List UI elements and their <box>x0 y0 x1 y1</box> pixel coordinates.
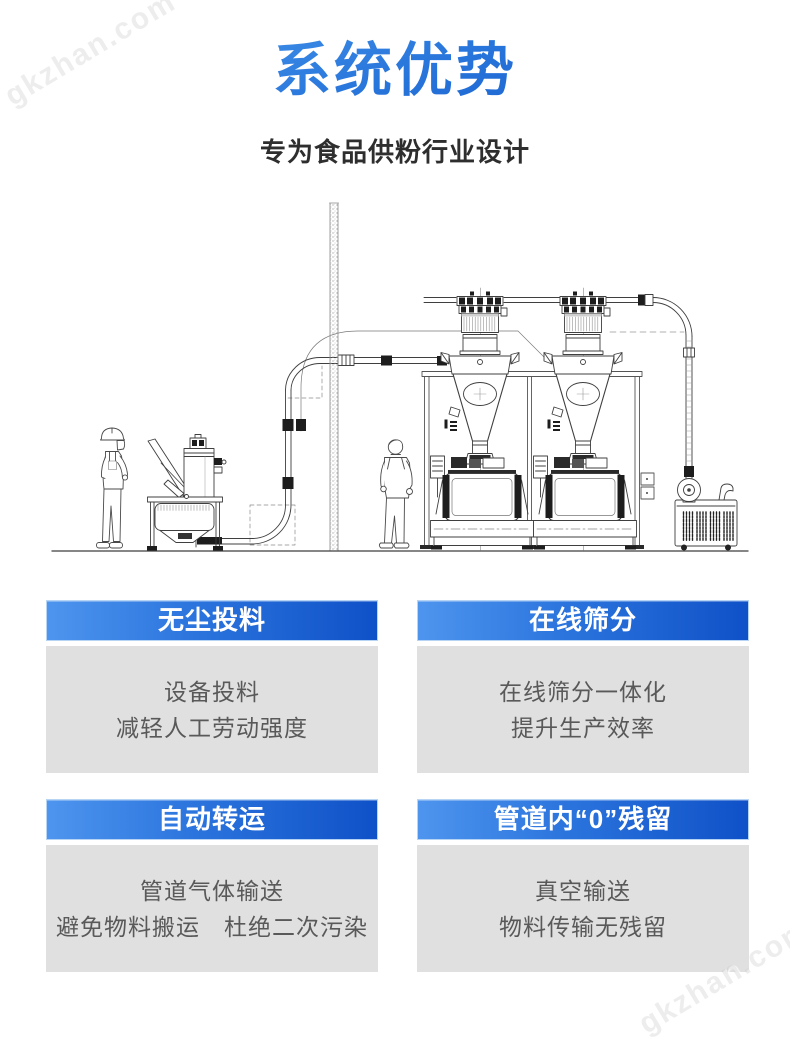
cyclone-receiver-and-mixer-1 <box>429 287 535 553</box>
card-dust-free-feeding: 无尘投料 设备投料 减轻人工劳动强度 <box>46 600 378 773</box>
page-subtitle: 专为食品供粉行业设计 <box>259 137 530 167</box>
overhead-pipe <box>423 294 695 479</box>
observing-worker <box>96 427 129 549</box>
card-zero-residue: 管道内“0”残留 真空输送 物料传输无残留 <box>417 799 749 972</box>
card-line: 设备投料 <box>164 678 260 705</box>
support-frame <box>420 371 655 549</box>
factory-wall <box>329 202 339 552</box>
card-line: 物料传输无残留 <box>499 913 667 940</box>
card-title: 无尘投料 <box>46 600 378 641</box>
feeding-station <box>147 434 227 551</box>
card-line: 在线筛分一体化 <box>499 678 667 705</box>
conveying-pipe <box>195 354 447 548</box>
secondary-air-line <box>249 330 685 546</box>
card-body: 真空输送 物料传输无残留 <box>417 845 749 972</box>
card-line: 管道气体输送 <box>140 877 284 904</box>
card-inline-sieving: 在线筛分 在线筛分一体化 提升生产效率 <box>417 600 749 773</box>
card-line: 提升生产效率 <box>511 714 655 741</box>
card-body: 管道气体输送 避免物料搬运 杜绝二次污染 <box>46 845 378 972</box>
page-title: 系统优势 <box>0 34 790 108</box>
vacuum-pump <box>674 478 738 551</box>
operator <box>378 439 413 549</box>
card-title: 在线筛分 <box>417 600 749 641</box>
card-title: 自动转运 <box>46 799 378 840</box>
card-automatic-transfer: 自动转运 管道气体输送 避免物料搬运 杜绝二次污染 <box>46 799 378 972</box>
powder-conveying-system-diagram <box>51 202 749 553</box>
card-body: 设备投料 减轻人工劳动强度 <box>46 646 378 773</box>
card-title: 管道内“0”残留 <box>417 799 749 840</box>
card-line: 真空输送 <box>535 877 631 904</box>
card-body: 在线筛分一体化 提升生产效率 <box>417 646 749 773</box>
card-line: 避免物料搬运 杜绝二次污染 <box>56 913 368 940</box>
card-line: 减轻人工劳动强度 <box>116 714 308 741</box>
cyclone-receiver-and-mixer-2 <box>532 287 638 553</box>
